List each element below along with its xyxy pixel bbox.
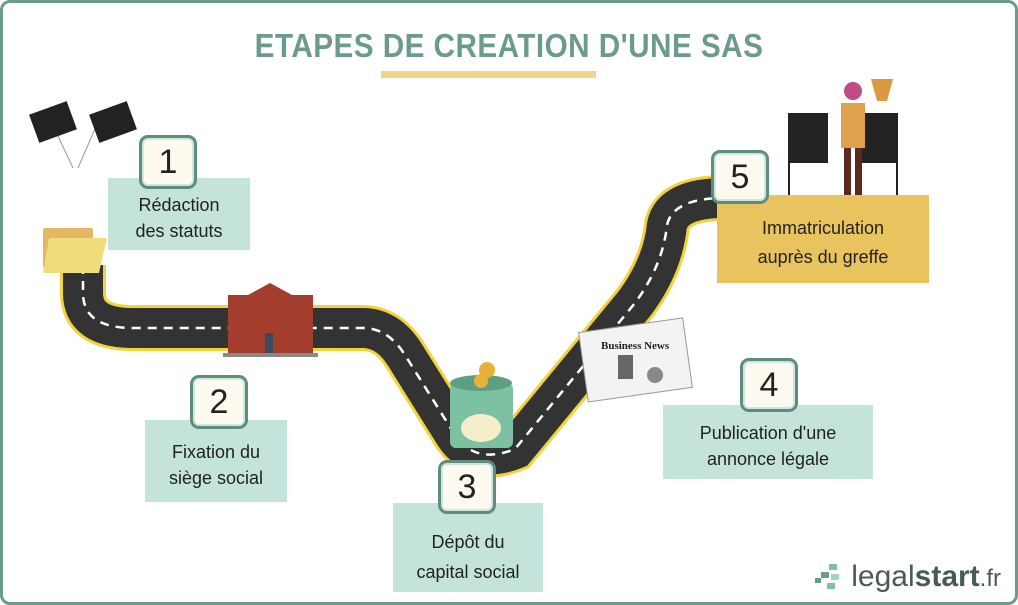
newspaper-headline: Business News <box>601 340 670 352</box>
step-5-badge: 5 <box>711 150 769 204</box>
step-4-line2: annonce légale <box>706 449 830 469</box>
title-underline <box>381 71 596 78</box>
legalstart-logo: legalstart.fr <box>815 560 1001 594</box>
town-hall-icon <box>223 283 318 357</box>
step-5-line2: auprès du greffe <box>757 247 889 267</box>
step-1-line1: Rédaction <box>138 195 220 215</box>
step-4-badge: 4 <box>740 358 798 412</box>
checkered-flags-icon <box>29 101 137 169</box>
road-illustration: Business News <box>29 79 898 478</box>
page-title: ETAPES DE CREATION D'UNE SAS <box>254 27 764 64</box>
road <box>60 175 726 478</box>
step-3-line2: capital social <box>416 561 520 582</box>
step-3-label: Dépôt du capital social <box>393 503 543 592</box>
logo-text-bold: start <box>914 560 980 593</box>
newspaper-icon: Business News <box>578 317 693 403</box>
winner-trophy-icon <box>788 79 898 198</box>
logo-text-light: legal <box>851 560 915 593</box>
step-3-badge: 3 <box>438 460 496 514</box>
piggy-bank-jar-icon <box>450 362 513 448</box>
step-3-line1: Dépôt du <box>431 531 505 552</box>
step-2-line2: siège social <box>168 468 264 488</box>
step-1-line2: des statuts <box>135 221 223 241</box>
step-2-line1: Fixation du <box>171 442 261 462</box>
step-5-line1: Immatriculation <box>761 218 885 238</box>
step-4-line1: Publication d'une <box>699 423 837 443</box>
step-5-label: Immatriculation auprès du greffe <box>717 195 929 283</box>
step-2-label: Fixation du siège social <box>145 420 287 502</box>
legalstart-mark-icon <box>815 564 840 589</box>
step-4-label: Publication d'une annonce légale <box>663 405 873 479</box>
folder-icon <box>43 228 107 273</box>
step-1-badge: 1 <box>139 135 197 189</box>
step-2-badge: 2 <box>190 375 248 429</box>
step-1-label: Rédaction des statuts <box>108 178 250 250</box>
logo-suffix: .fr <box>979 565 1001 592</box>
